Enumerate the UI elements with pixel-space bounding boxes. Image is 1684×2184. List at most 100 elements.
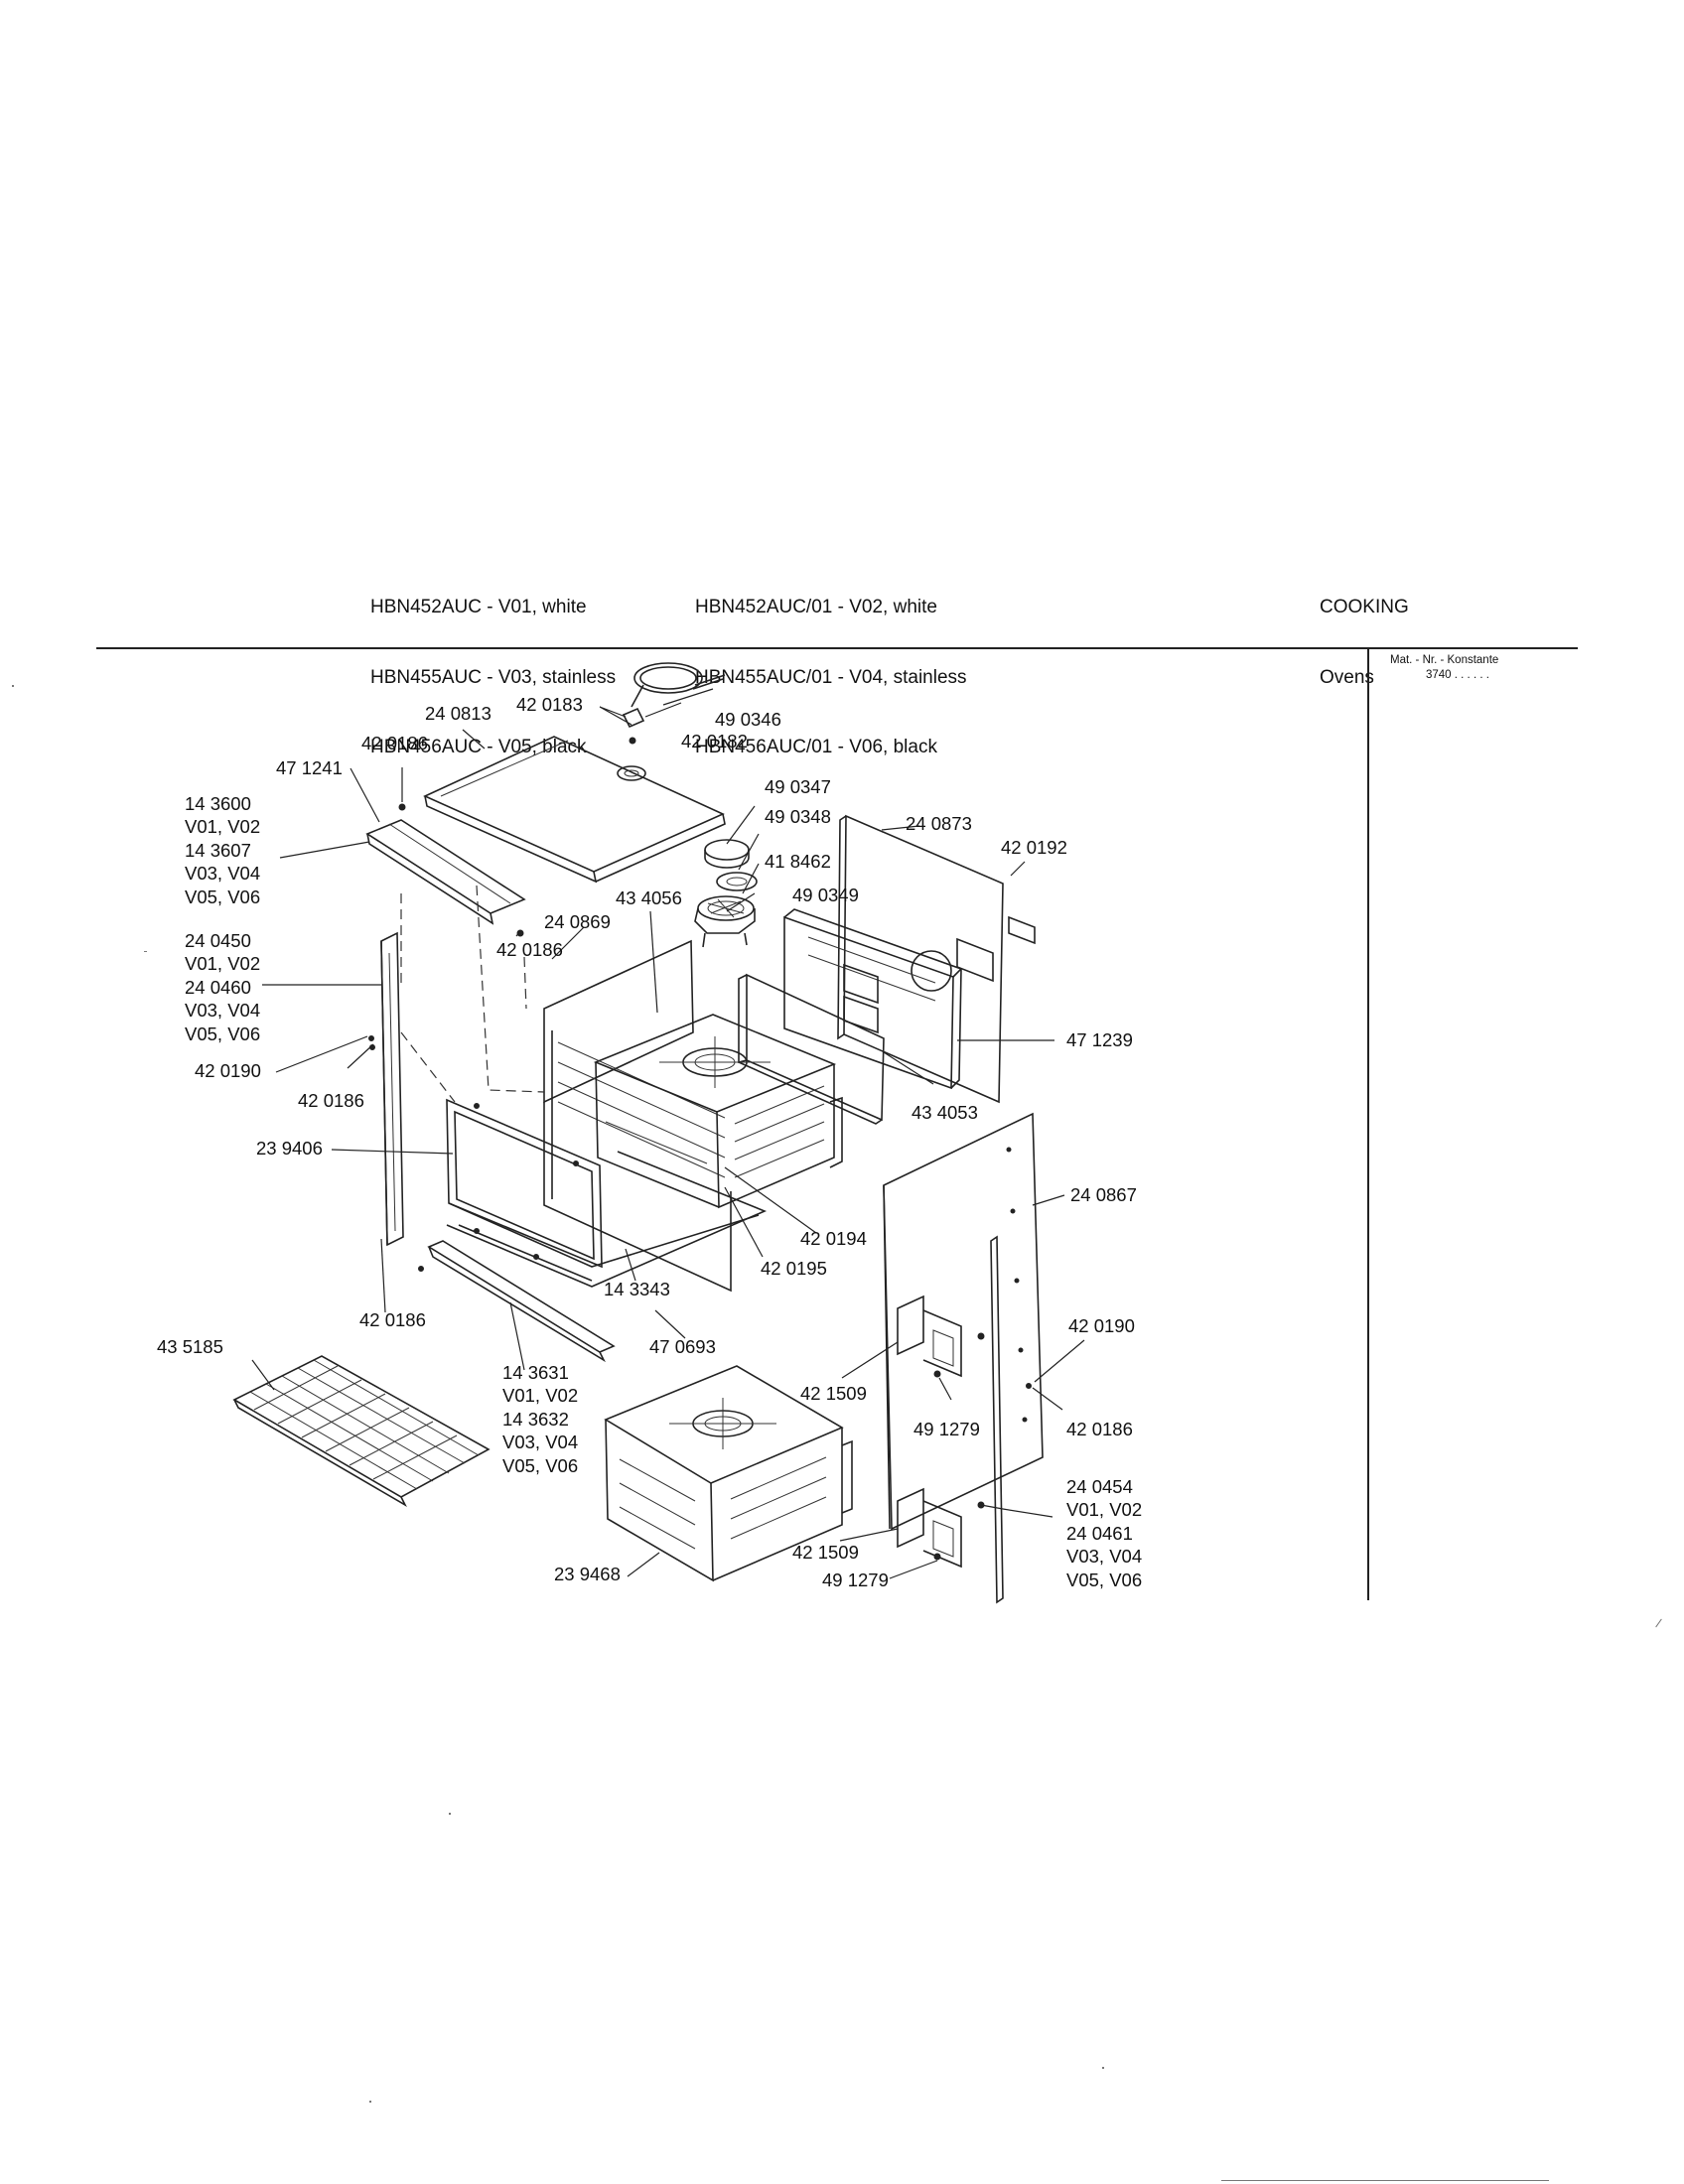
part-label: 47 0693 bbox=[649, 1336, 716, 1357]
model-list-left: HBN452AUC - V01, white HBN455AUC - V03, … bbox=[370, 549, 616, 782]
category-subtitle: Ovens bbox=[1320, 666, 1374, 688]
top-panel-drawing bbox=[423, 736, 726, 884]
category-block: COOKING Ovens bbox=[1320, 549, 1409, 713]
insulation-box-drawing bbox=[783, 908, 963, 1090]
upper-bracket-drawing bbox=[365, 819, 526, 925]
part-label: 14 3600 bbox=[185, 793, 251, 814]
screw-drawing bbox=[398, 803, 406, 811]
lower-cavity-drawing bbox=[604, 1365, 853, 1582]
part-label: V01, V02 bbox=[185, 953, 260, 974]
part-label: 14 3607 bbox=[185, 840, 251, 861]
part-label: 49 1279 bbox=[913, 1419, 980, 1439]
part-label: V01, V02 bbox=[185, 816, 260, 837]
part-label: 24 0869 bbox=[544, 911, 611, 932]
part-label: 14 3631 bbox=[502, 1362, 569, 1383]
part-label: 24 0873 bbox=[906, 813, 972, 834]
scan-speck bbox=[144, 951, 147, 952]
part-label: V05, V06 bbox=[185, 887, 260, 907]
part-label: 47 1241 bbox=[276, 757, 343, 778]
part-label: 49 0348 bbox=[765, 806, 831, 827]
model-line: HBN455AUC - V03, stainless bbox=[370, 666, 617, 688]
right-side-panel-drawing bbox=[883, 1112, 1044, 1531]
gas-hose-drawing bbox=[631, 662, 726, 708]
part-label: 42 0183 bbox=[516, 694, 583, 715]
model-line: HBN455AUC/01 - V04, stainless bbox=[695, 666, 967, 688]
hinge-upper-drawing bbox=[897, 1295, 985, 1378]
part-label: 42 0192 bbox=[1001, 837, 1067, 858]
part-label: 49 0346 bbox=[715, 709, 781, 730]
part-label: 24 0454 bbox=[1066, 1476, 1133, 1497]
back-panel-drawing bbox=[837, 814, 1036, 1104]
valve-fitting-drawing bbox=[622, 707, 645, 745]
oven-liner-drawing bbox=[593, 1014, 843, 1209]
part-label: V03, V04 bbox=[185, 863, 260, 884]
part-label: 42 0186 bbox=[1066, 1419, 1133, 1439]
burner-stack-drawing bbox=[694, 839, 758, 948]
part-label: V01, V02 bbox=[1066, 1499, 1142, 1520]
part-label: 42 0195 bbox=[761, 1258, 827, 1279]
part-label: 43 4053 bbox=[912, 1102, 978, 1123]
model-list-right: HBN452AUC/01 - V02, white HBN455AUC/01 -… bbox=[695, 549, 967, 782]
scan-speck bbox=[12, 685, 14, 687]
model-line: HBN452AUC/01 - V02, white bbox=[695, 597, 937, 617]
model-line: HBN456AUC - V05, black bbox=[370, 737, 587, 757]
part-label: 14 3632 bbox=[502, 1409, 569, 1430]
part-label: 24 0450 bbox=[185, 930, 251, 951]
model-line: HBN452AUC - V01, white bbox=[370, 597, 587, 617]
part-label: 42 0186 bbox=[361, 733, 428, 753]
part-label: 42 0186 bbox=[298, 1090, 364, 1111]
part-label: 49 1279 bbox=[822, 1570, 889, 1590]
scan-speck bbox=[1221, 2180, 1549, 2181]
part-label: V03, V04 bbox=[1066, 1546, 1142, 1567]
part-label: 42 0190 bbox=[195, 1060, 261, 1081]
door-frame-drawing bbox=[446, 1098, 760, 1269]
part-label: 42 0186 bbox=[359, 1309, 426, 1330]
part-label: 24 0867 bbox=[1070, 1184, 1137, 1205]
part-label: 42 0182 bbox=[681, 731, 748, 751]
part-label: 49 0347 bbox=[765, 776, 831, 797]
part-label: 47 1239 bbox=[1066, 1029, 1133, 1050]
left-side-strip-drawing bbox=[368, 931, 404, 1247]
part-label: 43 5185 bbox=[157, 1336, 223, 1357]
part-label: 42 1509 bbox=[800, 1383, 867, 1404]
oven-rack-drawing bbox=[232, 1355, 491, 1508]
sidebar-divider bbox=[1367, 647, 1369, 1600]
part-label: 24 0461 bbox=[1066, 1523, 1133, 1544]
scan-speck bbox=[369, 2101, 371, 2103]
part-label: 24 0460 bbox=[185, 977, 251, 998]
part-label: V03, V04 bbox=[185, 1000, 260, 1021]
mat-number-label: Mat. - Nr. - Konstante bbox=[1390, 654, 1499, 666]
part-label: 42 0190 bbox=[1068, 1315, 1135, 1336]
leader-lines bbox=[251, 688, 1085, 1579]
assembly-lines bbox=[400, 885, 545, 1103]
header-divider bbox=[96, 647, 1578, 649]
part-label: 24 0813 bbox=[425, 703, 491, 724]
screw-drawing bbox=[516, 929, 524, 937]
mat-number-block: Mat. - Nr. - Konstante 3740 . . . . . . bbox=[1390, 653, 1498, 683]
part-label: V01, V02 bbox=[502, 1385, 578, 1406]
scan-speck bbox=[1102, 2067, 1104, 2069]
bottom-frame-drawing bbox=[446, 1151, 768, 1288]
category-title: COOKING bbox=[1320, 597, 1409, 617]
kick-plate-drawing bbox=[418, 1240, 616, 1363]
model-line: HBN456AUC/01 - V06, black bbox=[695, 737, 937, 757]
part-label: 42 0186 bbox=[496, 939, 563, 960]
right-side-strip-drawing bbox=[990, 1235, 1004, 1604]
part-label: V03, V04 bbox=[502, 1432, 578, 1452]
part-label: 49 0349 bbox=[792, 885, 859, 905]
scan-speck bbox=[449, 1813, 451, 1815]
part-label: V05, V06 bbox=[1066, 1570, 1142, 1590]
part-label: 14 3343 bbox=[604, 1279, 670, 1299]
hinge-lower-drawing bbox=[897, 1383, 1032, 1569]
mat-number-value: 3740 . . . . . . bbox=[1426, 669, 1489, 681]
part-label: 43 4056 bbox=[616, 887, 682, 908]
part-label: 42 1509 bbox=[792, 1542, 859, 1563]
part-label: 23 9406 bbox=[256, 1138, 323, 1159]
part-label: 42 0194 bbox=[800, 1228, 867, 1249]
part-label: 41 8462 bbox=[765, 851, 831, 872]
part-label: V05, V06 bbox=[502, 1455, 578, 1476]
part-label: V05, V06 bbox=[185, 1024, 260, 1044]
part-label: 23 9468 bbox=[554, 1564, 621, 1584]
side-insulation-panel-drawing bbox=[738, 973, 885, 1125]
